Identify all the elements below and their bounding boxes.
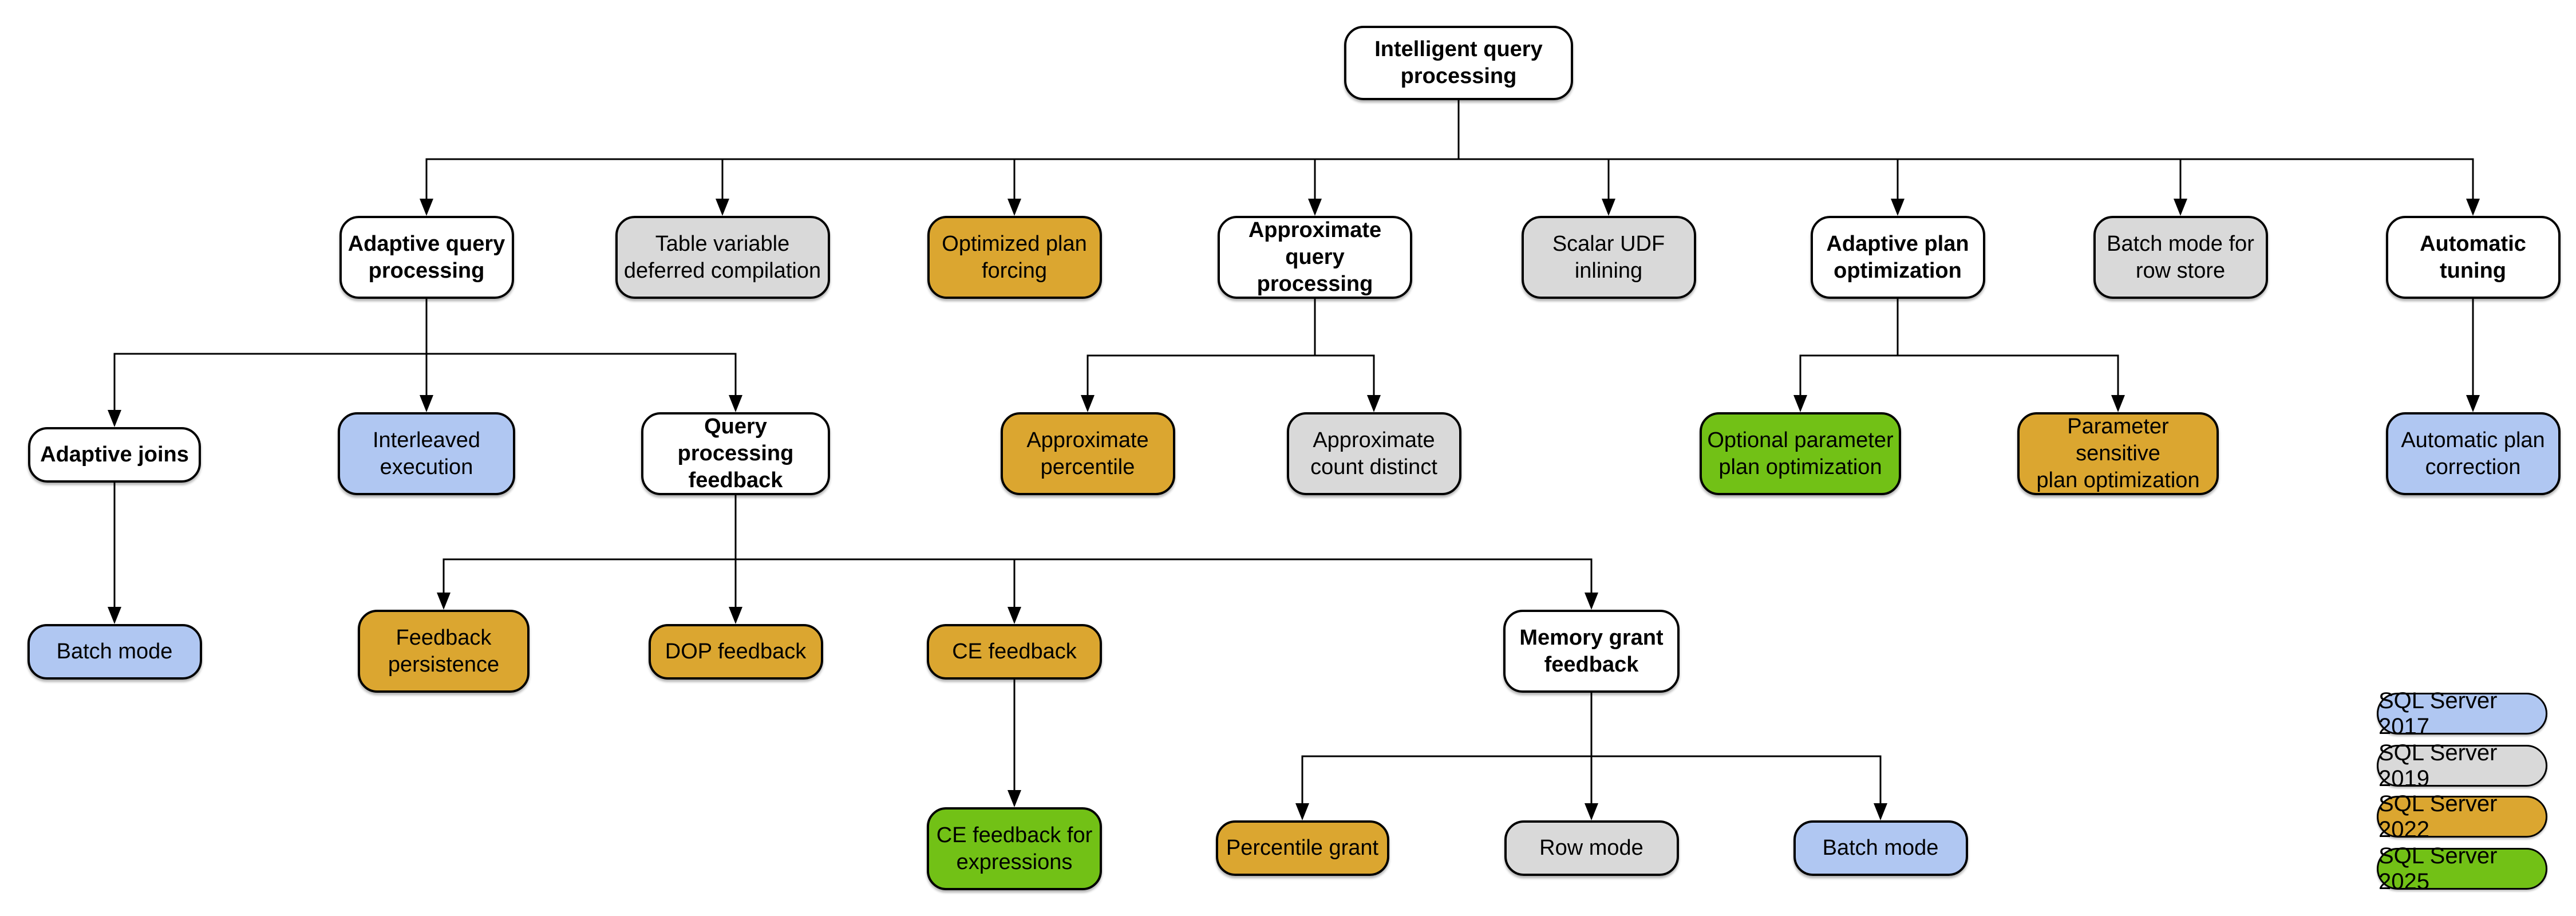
node-qpf: Query processing feedback [641, 412, 830, 495]
arrowhead [1585, 593, 1598, 610]
arrowhead [420, 199, 433, 216]
node-aqp: Adaptive query processing [339, 216, 514, 299]
node-iqp: Intelligent query processing [1344, 26, 1573, 100]
arrowhead [1081, 395, 1095, 412]
arrowhead [1891, 199, 1905, 216]
node-mgf: Memory grant feedback [1503, 610, 1680, 693]
arrowhead [108, 607, 121, 624]
node-bm1: Batch mode [27, 624, 202, 680]
legend-item-label: SQL Server 2025 [2379, 843, 2498, 894]
arrowhead [1585, 803, 1598, 820]
node-label: Optimized plan forcing [942, 231, 1087, 283]
node-label: Feedback persistence [388, 625, 500, 677]
node-label: Automatic tuning [2420, 231, 2526, 283]
node-tvdc: Table variable deferred compilation [615, 216, 830, 299]
node-label: Parameter sensitive plan optimization [2036, 414, 2200, 492]
edge-cef [1008, 680, 1021, 807]
edge-iqp [420, 100, 2480, 216]
node-pspo: Parameter sensitive plan optimization [2017, 412, 2219, 495]
legend-item-sql-server-2025: SQL Server 2025 [2377, 843, 2547, 894]
node-label: Automatic plan correction [2401, 428, 2545, 479]
node-label: CE feedback [952, 639, 1077, 664]
node-sudf: Scalar UDF inlining [1521, 216, 1696, 299]
arrowhead [1793, 395, 1807, 412]
arrowhead [1874, 803, 1887, 820]
node-label: Optional parameter plan optimization [1707, 428, 1894, 479]
node-bmrs: Batch mode for row store [2093, 216, 2268, 299]
edge-apo [1793, 299, 2125, 412]
legend-item-label: SQL Server 2019 [2379, 740, 2498, 791]
node-label: Interleaved execution [372, 428, 480, 479]
node-fp: Feedback persistence [358, 610, 530, 693]
edge-at [2466, 299, 2480, 412]
edge-aj [108, 483, 121, 624]
node-label: Approximate count distinct [1310, 428, 1437, 479]
node-label: Batch mode [1822, 836, 1939, 860]
node-label: Adaptive query processing [347, 231, 505, 283]
node-label: Percentile grant [1226, 836, 1379, 860]
arrowhead [2466, 199, 2480, 216]
node-acd: Approximate count distinct [1286, 412, 1461, 495]
node-pg: Percentile grant [1215, 820, 1389, 876]
legend-item-sql-server-2017: SQL Server 2017 [2377, 688, 2547, 739]
arrowhead [108, 410, 121, 427]
node-label: Table variable deferred compilation [623, 231, 821, 283]
edge-mgf [1295, 693, 1887, 820]
arrowhead [1367, 395, 1381, 412]
arrowhead [420, 395, 433, 412]
node-label: DOP feedback [665, 639, 807, 664]
arrowhead [2111, 395, 2125, 412]
node-label: Adaptive joins [40, 443, 189, 467]
node-apc: Automatic plan correction [2385, 412, 2561, 495]
legend-item-label: SQL Server 2022 [2379, 791, 2498, 842]
arrowhead [2466, 395, 2480, 412]
arrowhead [1308, 199, 1322, 216]
node-label: Approximate percentile [1026, 428, 1149, 479]
node-oppo: Optional parameter plan optimization [1700, 412, 1901, 495]
arrowhead [1602, 199, 1615, 216]
node-label: Batch mode for row store [2107, 231, 2254, 283]
arrowhead [2174, 199, 2187, 216]
node-label: Query processing feedback [677, 414, 794, 492]
node-cef: CE feedback [927, 624, 1102, 680]
node-cefe: CE feedback for expressions [927, 807, 1102, 890]
node-apo: Adaptive plan optimization [1810, 216, 1985, 299]
edge-approx [1081, 299, 1381, 412]
arrowhead [716, 199, 729, 216]
edge-qpf [437, 495, 1598, 624]
node-label: Row mode [1539, 836, 1643, 860]
legend-item-sql-server-2019: SQL Server 2019 [2377, 740, 2547, 791]
arrowhead [729, 607, 742, 624]
node-rm: Row mode [1504, 820, 1679, 876]
node-label: Batch mode [56, 639, 173, 664]
node-at: Automatic tuning [2385, 216, 2561, 299]
arrowhead [1008, 790, 1021, 807]
node-label: Approximate query processing [1248, 218, 1382, 296]
legend-item-label: SQL Server 2017 [2379, 688, 2498, 739]
node-label: Intelligent query processing [1374, 37, 1543, 88]
node-label: Adaptive plan optimization [1826, 231, 1969, 283]
edge-aqp [108, 299, 742, 427]
arrowhead [1295, 803, 1309, 820]
arrowhead [1008, 607, 1021, 624]
node-ie: Interleaved execution [338, 412, 515, 495]
arrowhead [437, 593, 451, 610]
legend-item-sql-server-2022: SQL Server 2022 [2377, 791, 2547, 842]
node-aj: Adaptive joins [28, 427, 201, 483]
node-label: CE feedback for expressions [936, 823, 1093, 874]
node-ap: Approximate percentile [1000, 412, 1175, 495]
node-label: Memory grant feedback [1519, 625, 1664, 677]
node-bm2: Batch mode [1793, 820, 1968, 876]
arrowhead [729, 395, 742, 412]
node-opf: Optimized plan forcing [927, 216, 1102, 299]
node-dop: DOP feedback [648, 624, 823, 680]
node-approx: Approximate query processing [1218, 216, 1412, 299]
node-label: Scalar UDF inlining [1552, 231, 1665, 283]
arrowhead [1008, 199, 1021, 216]
